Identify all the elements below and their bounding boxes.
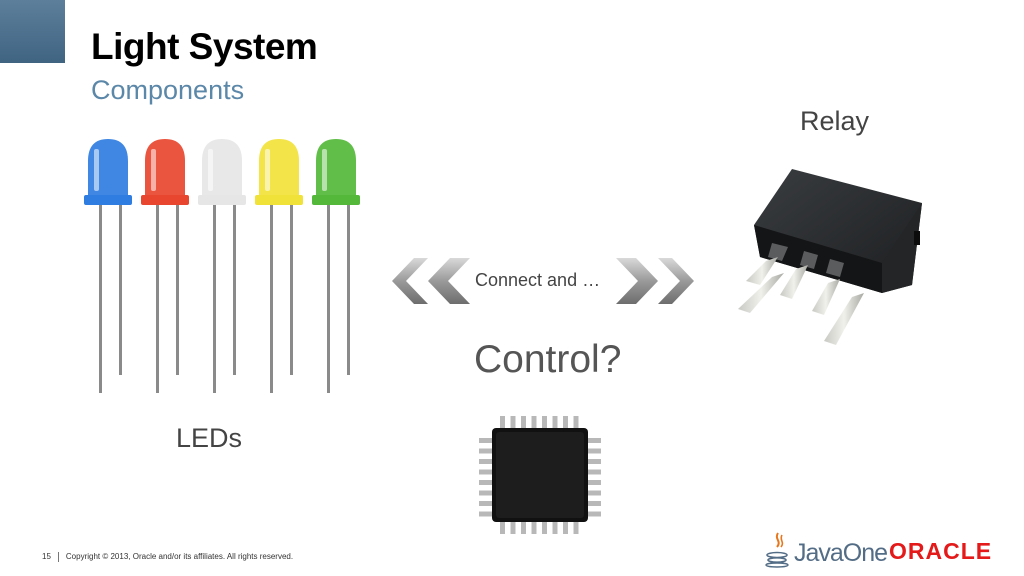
chip-pin [531, 416, 537, 429]
slide-subtitle: Components [91, 75, 245, 105]
relay-image [738, 169, 922, 345]
chip-pin [531, 521, 537, 534]
chip-pin [479, 448, 492, 454]
chip-pin [479, 469, 492, 475]
leds-image [84, 139, 360, 393]
chip-pin [479, 490, 492, 496]
led [198, 139, 246, 393]
chip-pin [588, 438, 601, 443]
chip-pin [521, 521, 526, 534]
chip-pin [500, 416, 505, 429]
chip-pin [521, 416, 526, 429]
chip-pin [479, 511, 492, 517]
javaone-logo: JavaOne [764, 531, 888, 571]
chip-pin [588, 490, 601, 496]
chip-pin [588, 480, 601, 485]
led [312, 139, 360, 393]
chip-pin [500, 521, 505, 534]
chip-pin [542, 416, 547, 429]
chip-pin [588, 448, 601, 454]
relay-label: Relay [800, 106, 870, 136]
footer: 15 Copyright © 2013, Oracle and/or its af… [42, 552, 293, 562]
led [84, 139, 132, 393]
chip-pin [563, 416, 568, 429]
chip-pin [588, 501, 601, 506]
led [141, 139, 189, 393]
chevron-left-icon [392, 258, 470, 304]
chip-pin [588, 459, 601, 464]
corner-accent-block [0, 0, 65, 63]
copyright-text: Copyright © 2013, Oracle and/or its affi… [65, 552, 294, 562]
led [255, 139, 303, 393]
chip-pin [552, 521, 558, 534]
chip-pin [563, 521, 568, 534]
microcontroller-chip-image [479, 416, 601, 534]
control-label: Control? [474, 338, 622, 381]
java-cup-icon [765, 532, 789, 568]
chip-pin [479, 459, 492, 464]
chip-pin [479, 501, 492, 506]
chip-pin [510, 521, 516, 534]
oracle-logo: ORACLE [889, 538, 993, 564]
chip-pin [510, 416, 516, 429]
chip-pin [542, 521, 547, 534]
page-number: 15 [42, 552, 51, 562]
chip-pin [573, 416, 579, 429]
javaone-wordmark: JavaOne [794, 539, 888, 567]
chip-pin [479, 480, 492, 485]
leds-label: LEDs [176, 423, 243, 453]
chip-pin [588, 469, 601, 475]
connect-label: Connect and … [475, 270, 601, 290]
chip-pin [479, 438, 492, 443]
chip-pin [573, 521, 579, 534]
chip-pin [588, 511, 601, 517]
footer-divider [57, 552, 59, 562]
slide-title: Light System [91, 26, 318, 67]
chip-pin [552, 416, 558, 429]
chevron-right-icon [616, 258, 694, 304]
